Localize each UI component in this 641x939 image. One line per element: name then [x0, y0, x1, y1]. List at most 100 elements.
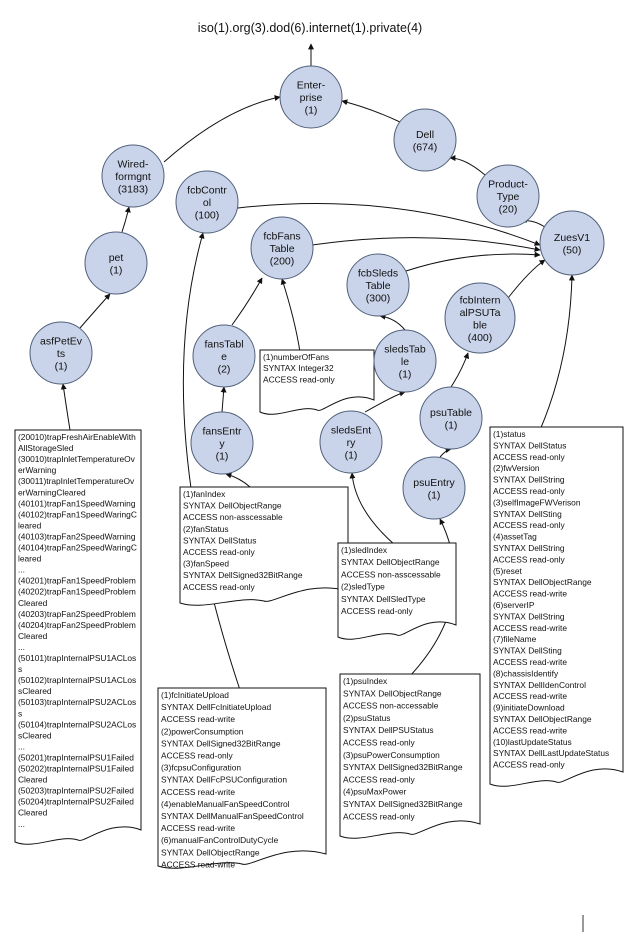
note-line: ACCESS non-asscessable	[341, 569, 441, 579]
note-line: (2)fanStatus	[183, 524, 229, 534]
note-line: (3)psuPowerConsumption	[343, 750, 440, 760]
node-label: Table	[365, 280, 390, 292]
note-line: (40204)trapFan2SpeedProblem	[18, 620, 136, 630]
edge-psutable-fcbinternalpsutable	[450, 352, 470, 388]
node-label: (1)	[216, 451, 229, 463]
node-label: ZuesV1	[554, 232, 590, 244]
note-line: ...	[18, 565, 25, 575]
node-circle	[279, 65, 343, 129]
node-label: (1)	[445, 419, 458, 431]
edge-fcbcontrolnote-fcbcontrol	[182, 232, 241, 691]
node-label: (674)	[413, 141, 438, 153]
node-label: (1)	[55, 361, 68, 373]
note-line: SYNTAX DellObjectRange	[341, 557, 440, 567]
note-line: ...	[18, 741, 25, 751]
note-line: SYNTAX DellStatus	[183, 535, 256, 545]
node-circle	[319, 410, 383, 474]
note-line: ACCESS read-write	[161, 787, 235, 797]
node-label: prise	[300, 92, 323, 104]
node-dell: Dell(674)	[393, 108, 457, 172]
note-line: (50104)trapInternalPSU2ACLos	[18, 719, 136, 729]
note-line: SYNTAX DellSigned32BitRange	[161, 738, 281, 748]
note-shape	[179, 486, 349, 606]
node-label: le	[401, 356, 409, 368]
note-line: ACCESS read-only	[493, 554, 565, 564]
edge-sledsentrynote-sledsentry	[349, 472, 396, 546]
node-label: (1)	[305, 105, 318, 117]
node-label: sledsTab	[384, 344, 426, 356]
note-line: (50202)trapInternalPSU1Failed	[18, 764, 134, 774]
note-line: (40103)trapFan2SpeedWarning	[18, 531, 136, 541]
note-line: ACCESS non-asscessable	[183, 512, 283, 522]
note-line: erWarning	[18, 465, 57, 475]
note-line: (3)selfImageFWVerison	[493, 497, 581, 507]
note-line: s	[18, 708, 22, 718]
note-line: SYNTAX DellObjectRange	[493, 714, 592, 724]
node-circle	[29, 321, 93, 385]
note-line: ACCESS read-write	[493, 725, 567, 735]
edge-zuesv1-fcbfanstable	[311, 237, 541, 252]
node-label: (300)	[366, 293, 391, 305]
note-line: ACCESS read-only	[493, 520, 565, 530]
note-line: SYNTAX DellString	[493, 543, 565, 553]
node-label: formgnt	[115, 171, 151, 183]
node-label: fcbFans	[263, 231, 300, 243]
node-label: (20)	[499, 204, 518, 216]
node-zuesv1: ZuesV1(50)	[539, 210, 605, 276]
node-label: (1)	[345, 450, 358, 462]
node-label: (2)	[218, 364, 231, 376]
note-line: (4)enableManualFanSpeedControl	[161, 799, 290, 809]
note-line: (9)initiateDownload	[493, 703, 565, 713]
note-shape	[339, 673, 481, 839]
note-line: (40104)trapFan2SpeedWaringC	[18, 543, 137, 553]
edge-traps-asfpetevts	[60, 383, 71, 431]
edges	[60, 43, 575, 691]
note-line: (50101)trapInternalPSU1ACLos	[18, 653, 136, 663]
note-psu-entry: (1)psuIndex SYNTAX DellObjectRange ACCES…	[339, 673, 481, 839]
note-line: (50201)trapInternalPSU1Failed	[18, 752, 134, 762]
node-psutable: psuTable(1)	[419, 386, 483, 450]
edge-zuesv1note-zuesv1	[539, 274, 575, 431]
note-line: SYNTAX DellStatus	[493, 440, 566, 450]
node-label: (200)	[270, 256, 295, 268]
node-label: Enter-	[297, 80, 326, 92]
note-line: ACCESS read-write	[493, 623, 567, 633]
note-line: (1)status	[493, 429, 526, 439]
note-line: ...	[18, 642, 25, 652]
notes: (20010)trapFreshAirEnableWithAllStorageS…	[14, 349, 624, 869]
note-line: ACCESS read-only	[263, 374, 335, 384]
edge-zuesv1-fcbsledstable	[405, 251, 541, 272]
note-line: (2)powerConsumption	[161, 726, 244, 736]
note-line: SYNTAX DellSting	[493, 509, 562, 519]
node-circle	[373, 329, 437, 393]
note-line: ACCESS read-only	[343, 774, 415, 784]
node-label: sledsEnt	[331, 425, 371, 437]
edge-fcbfanstablenote-fcbfanstable	[280, 278, 301, 353]
note-line: (40102)trapFan1SpeedWaringC	[18, 509, 137, 519]
note-line: (50103)trapInternalPSU2ACLos	[18, 697, 136, 707]
node-enterprise: Enter-prise(1)	[279, 65, 343, 129]
node-label: e	[221, 351, 227, 363]
note-line: (5)reset	[493, 566, 523, 576]
edge-pet-wiredformgnt	[121, 206, 131, 233]
node-label: (50)	[563, 244, 582, 256]
note-line: SYNTAX DellObjectRange	[161, 847, 260, 857]
note-line: (4)assetTag	[493, 532, 537, 542]
note-line: (6)serverIP	[493, 600, 535, 610]
node-circle	[175, 170, 239, 234]
note-line: (30010)trapInletTemperatureOv	[18, 454, 136, 464]
note-line: SYNTAX DellSledType	[341, 594, 426, 604]
note-line: SYNTAX DellString	[493, 611, 565, 621]
node-label: fansEntr	[202, 426, 242, 438]
note-line: ACCESS read-only	[493, 486, 565, 496]
node-label: Table	[269, 243, 294, 255]
note-line: (50203)trapInternalPSU2Failed	[18, 786, 134, 796]
note-line: Cleared	[18, 598, 48, 608]
note-line: (10)lastUpdateStatus	[493, 737, 572, 747]
node-label: Product-	[488, 179, 528, 191]
